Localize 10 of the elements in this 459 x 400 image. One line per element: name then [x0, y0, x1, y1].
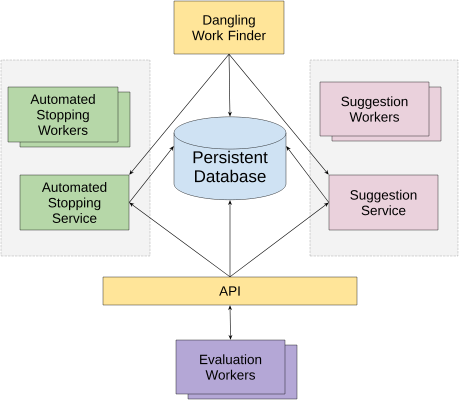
- worker-box: Suggestion Workers: [320, 82, 442, 142]
- worker-box: Automated Stopping Workers: [8, 86, 130, 148]
- api-bar: API: [102, 276, 358, 306]
- arrow: [286, 146, 330, 203]
- arrow: [128, 146, 174, 203]
- worker-box: Evaluation Workers: [176, 340, 298, 400]
- service-box: Suggestion Service: [328, 174, 438, 230]
- service-box: Automated Stopping Service: [20, 174, 130, 230]
- database-cylinder: Persistent Database: [174, 116, 286, 200]
- process-box: Dangling Work Finder: [174, 0, 284, 54]
